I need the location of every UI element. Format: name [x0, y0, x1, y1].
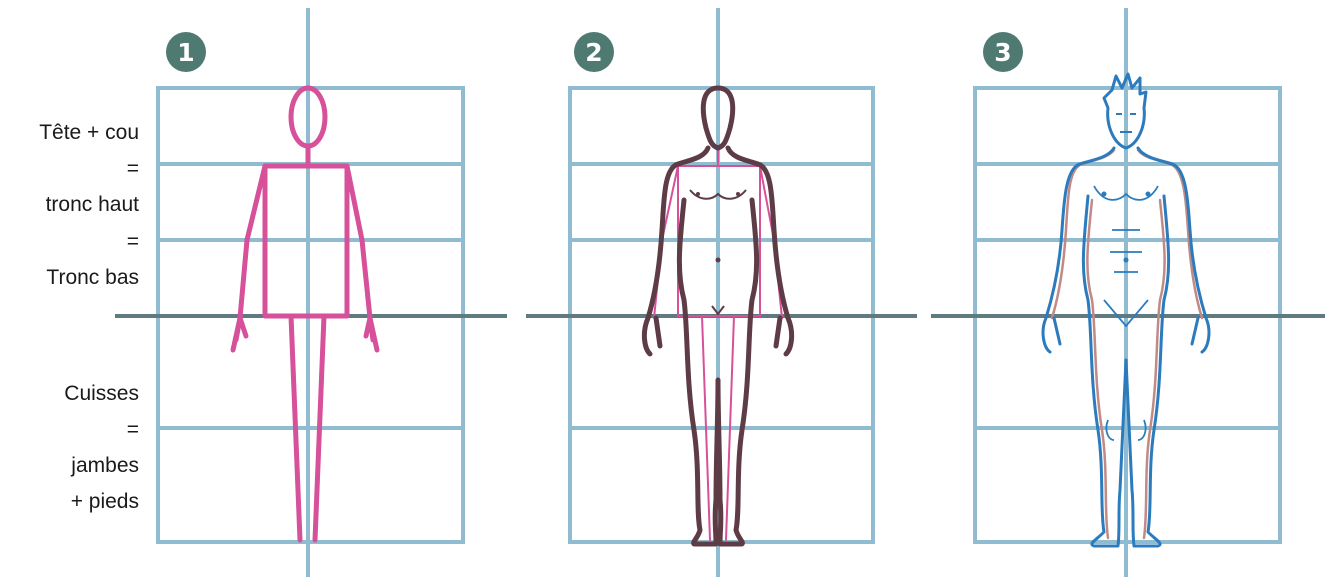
fig2-nipple-left — [696, 192, 700, 196]
fig3-nipple-right — [1146, 192, 1151, 197]
fig3-navel — [1124, 258, 1129, 263]
fig3-nipple-left — [1102, 192, 1107, 197]
label-tronc-haut: tronc haut — [46, 193, 139, 217]
label-pieds: + pieds — [71, 490, 139, 514]
step-badge-2: 2 — [574, 32, 614, 72]
label-equals-3: = — [127, 418, 139, 442]
step-badge-3: 3 — [983, 32, 1023, 72]
label-equals-2: = — [127, 230, 139, 254]
label-tronc-bas: Tronc bas — [46, 266, 139, 290]
step-badge-1: 1 — [166, 32, 206, 72]
label-equals-1: = — [127, 157, 139, 181]
fig1-left-hand — [233, 318, 246, 350]
label-tete-cou: Tête + cou — [39, 121, 139, 145]
label-jambes: jambes — [71, 454, 139, 478]
fig2-nipple-right — [736, 192, 740, 196]
label-cuisses: Cuisses — [64, 382, 139, 406]
fig1-right-hand — [366, 318, 377, 350]
fig2-navel — [716, 258, 721, 263]
